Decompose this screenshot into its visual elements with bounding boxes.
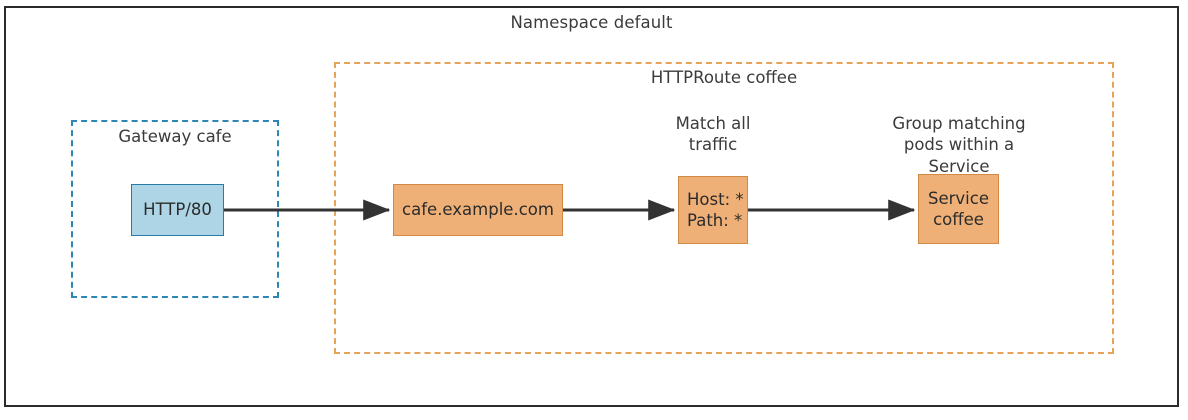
backend-service-node[interactable]: Service coffee [918,174,999,244]
namespace-label: Namespace default [510,13,673,32]
route-match-node[interactable]: Host: * Path: * [678,176,748,244]
gateway-listener-node[interactable]: HTTP/80 [131,184,224,236]
httproute-container [334,62,1114,354]
gateway-label: Gateway cafe [118,127,232,146]
service-caption: Group matching pods within a Service [892,114,1026,176]
hostname-node[interactable]: cafe.example.com [393,184,563,236]
httproute-label: HTTPRoute coffee [650,68,798,87]
match-caption: Match all traffic [675,114,751,155]
